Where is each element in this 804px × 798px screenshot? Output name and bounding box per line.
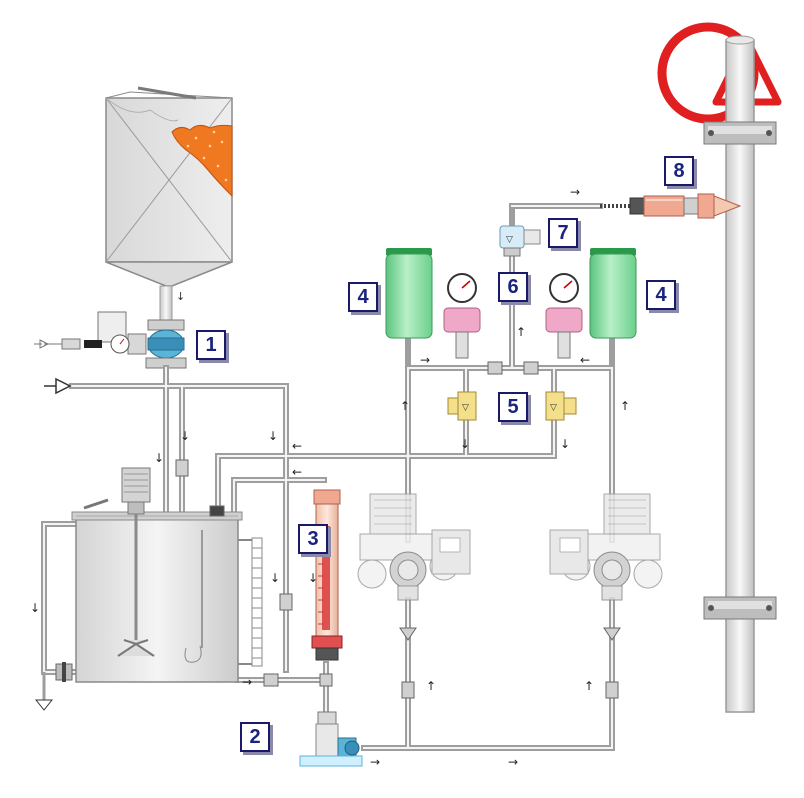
eductor — [299, 711, 363, 767]
svg-text:↓: ↓ — [460, 437, 470, 451]
svg-text:↑: ↑ — [620, 399, 630, 413]
solution-mixing-tank — [71, 511, 243, 683]
svg-text:←: ← — [292, 439, 302, 453]
circle-triangle-logo-icon — [657, 22, 782, 124]
drain-triangle-icon — [34, 672, 54, 711]
label-back-pressure-valves: 5 — [498, 392, 528, 422]
svg-text:▽: ▽ — [550, 403, 557, 413]
svg-text:→: → — [508, 755, 518, 769]
svg-text:▽: ▽ — [462, 403, 469, 413]
label-pulsation-dampener-right: 4 — [646, 280, 676, 310]
svg-text:↑: ↑ — [400, 399, 410, 413]
main-process-pipe — [703, 35, 777, 713]
injection-quill — [629, 193, 742, 219]
label-pressure-relief: 6 — [498, 272, 528, 302]
svg-text:→: → — [370, 755, 380, 769]
back-pressure-valve-right: ▽ — [545, 391, 577, 421]
svg-text:↓: ↓ — [30, 601, 40, 615]
tank-level-gauge — [238, 537, 263, 667]
svg-text:←: ← — [292, 465, 302, 479]
svg-text:↑: ↑ — [584, 679, 594, 693]
pulsation-dampener-right — [589, 248, 637, 339]
label-eductor: 2 — [240, 722, 270, 752]
svg-text:→: → — [242, 675, 252, 689]
back-pressure-valve-left: ▽ — [447, 391, 477, 421]
svg-text:↓: ↓ — [154, 451, 164, 465]
pressure-gauge-left — [443, 273, 481, 359]
piping-highlights — [43, 205, 613, 749]
svg-text:▽: ▽ — [506, 235, 513, 245]
label-dry-feeder-valve: 1 — [196, 330, 226, 360]
label-check-valve: 7 — [548, 218, 578, 248]
svg-text:↓: ↓ — [176, 290, 185, 303]
drain-valve — [55, 662, 73, 682]
metering-pump-left — [357, 493, 471, 601]
label-pulsation-dampener-left: 4 — [348, 282, 378, 312]
svg-text:↓: ↓ — [308, 571, 318, 585]
label-calibration-column: 3 — [298, 524, 328, 554]
svg-text:↑: ↑ — [516, 325, 526, 339]
svg-text:↓: ↓ — [270, 571, 280, 585]
flow-arrows: ↓ ↓ ↓ ↓ ↓ ← ← ↑ ↑ ↑ → ← ↓ ↓ ↑ ↑ → → → → … — [30, 185, 630, 769]
svg-text:↓: ↓ — [268, 429, 278, 443]
dry-chemical-hopper — [105, 86, 233, 287]
svg-text:↑: ↑ — [426, 679, 436, 693]
svg-text:↓: ↓ — [180, 429, 190, 443]
metering-pump-right — [549, 493, 663, 601]
svg-text:→: → — [420, 353, 430, 367]
pipe-fittings — [175, 361, 621, 699]
check-valve: ▽ — [499, 225, 541, 257]
label-injection-quill: 8 — [664, 156, 694, 186]
svg-text:→: → — [570, 185, 580, 199]
svg-text:←: ← — [580, 353, 590, 367]
svg-text:↓: ↓ — [560, 437, 570, 451]
pressure-gauge-right — [545, 273, 583, 359]
dry-feed-valve — [39, 311, 187, 369]
tank-mixer — [83, 467, 155, 657]
hollow-arrow-icon — [44, 377, 72, 395]
pulsation-dampener-left — [385, 248, 433, 339]
